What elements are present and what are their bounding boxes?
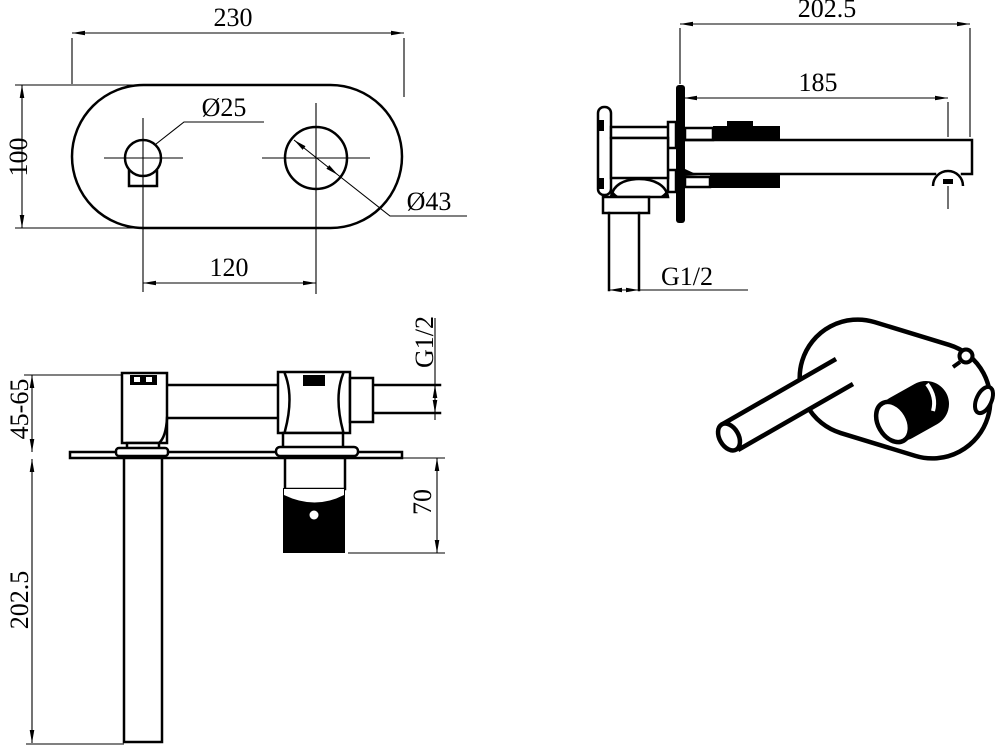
handle-cap-3d — [873, 399, 913, 445]
spout-connector — [683, 175, 712, 189]
elbow-shadow — [611, 188, 623, 198]
valve-body — [609, 136, 670, 180]
wall-plate-edge — [676, 85, 685, 223]
dim-202-5-drop-label: 202.5 — [5, 571, 34, 630]
handle-highlight — [284, 489, 344, 503]
valve-waist-curve — [283, 372, 291, 433]
handle-pin — [309, 510, 319, 520]
aerator — [931, 169, 965, 187]
dim-185-label: 185 — [799, 68, 838, 97]
spout-edge — [719, 357, 838, 427]
dia-25-label: Ø25 — [202, 93, 247, 122]
installed-view: 45-65 202.5 70 G1/2 — [5, 316, 445, 745]
spout-seal — [727, 121, 753, 129]
mount-clip — [130, 375, 157, 385]
spout-seal — [713, 126, 780, 140]
handle-hole-key-detail — [127, 169, 159, 188]
perspective-view — [715, 317, 996, 461]
inlet-union — [348, 376, 375, 424]
handle-hole — [123, 138, 163, 178]
front-view: Ø25 Ø43 230 100 120 — [4, 3, 467, 294]
dim-70-label: 70 — [408, 489, 437, 515]
clip-slot — [134, 377, 140, 382]
spout-escutcheon — [114, 446, 170, 458]
edge-screw — [957, 347, 975, 365]
edge-screw-stem — [951, 360, 962, 369]
screw-slot — [597, 178, 604, 189]
wall-plate-edge — [68, 450, 404, 460]
spout-hole — [283, 125, 349, 191]
dim-120-label: 120 — [210, 253, 249, 282]
spout-edge — [736, 382, 855, 452]
dim-202-5-side-label: 202.5 — [798, 0, 857, 23]
connecting-tube — [164, 383, 286, 420]
handle-highlight-3d — [925, 382, 937, 412]
valve-elbow-dome — [609, 177, 670, 199]
leader-line — [337, 174, 467, 217]
screw-slot — [597, 120, 604, 131]
leader-line — [155, 121, 264, 145]
valve-waist-curve — [337, 372, 345, 433]
handle-base — [283, 456, 347, 491]
clip-slot — [146, 377, 152, 382]
spout-tube — [122, 456, 164, 744]
spout-tip-3d — [715, 421, 743, 453]
dia-43-label: Ø43 — [407, 187, 452, 216]
elbow-shadow — [656, 188, 668, 198]
diameter-arrow-line — [293, 139, 339, 176]
side-outlet — [972, 384, 996, 416]
spout-fill — [721, 359, 853, 450]
inlet-collar — [601, 195, 651, 215]
dim-230-label: 230 — [214, 3, 253, 32]
thread-g12-side-label: G1/2 — [661, 262, 713, 291]
spout-seal — [710, 175, 780, 188]
handle-escutcheon — [274, 445, 360, 458]
aerator-slot — [943, 179, 953, 184]
dim-45-65-label: 45-65 — [5, 379, 34, 440]
side-view: 202.5 185 G1 — [596, 0, 974, 293]
spout-connector — [683, 126, 715, 142]
valve-clip — [303, 375, 325, 386]
valve-top-bar — [609, 125, 677, 140]
wall-plate-outline — [70, 83, 404, 230]
thread-g12-plan-label: G1/2 — [410, 316, 439, 368]
dim-100-label: 100 — [4, 138, 33, 177]
spout-outline — [683, 138, 974, 176]
